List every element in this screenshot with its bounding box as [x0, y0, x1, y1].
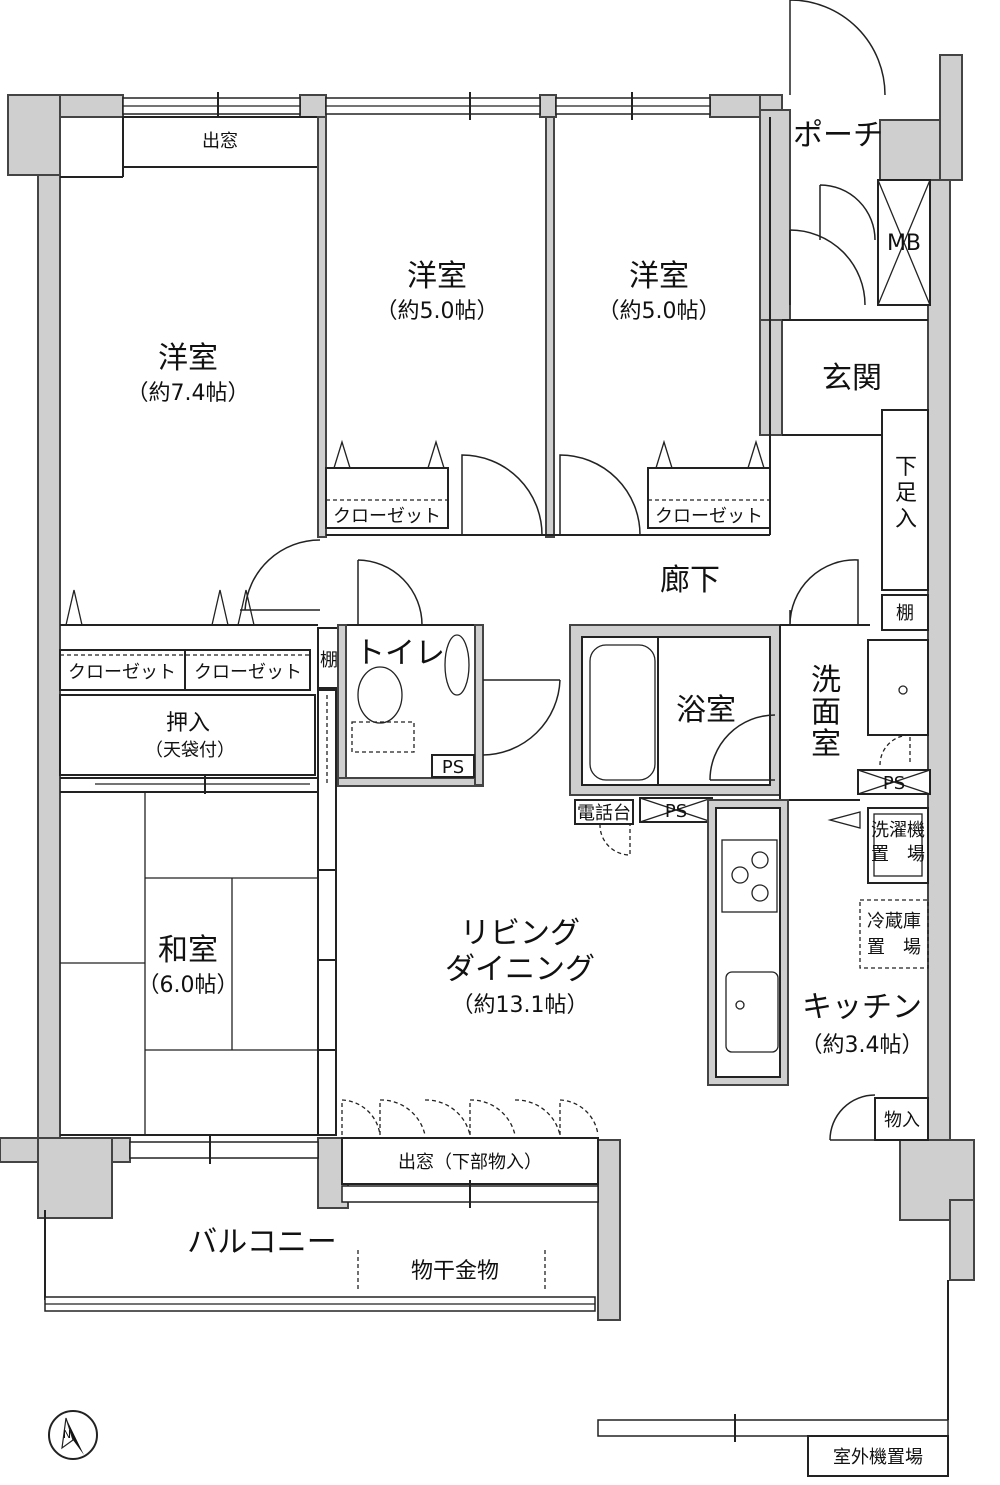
- closet-label-3: クローゼット: [68, 662, 176, 683]
- toilet-label: トイレ: [355, 636, 445, 671]
- western-room-1-name: 洋室: [158, 341, 218, 376]
- mb-label: MB: [887, 231, 921, 256]
- laundry-pole-label: 物干金物: [411, 1259, 499, 1284]
- room-labels: 出窓 洋室 （約7.4帖） 洋室 （約5.0帖） 洋室 （約5.0帖） クローゼ…: [68, 118, 925, 1468]
- japanese-room-size: （6.0帖）: [138, 973, 239, 998]
- oshiire-label: 押入: [166, 711, 210, 736]
- washer-label-1: 洗濯機: [871, 820, 925, 841]
- floor-plan-lines: [44, 0, 949, 1477]
- washroom-label-1: 洗: [811, 663, 841, 698]
- shelf-label-2: 棚: [896, 603, 914, 624]
- fridge-label-1: 冷蔵庫: [867, 911, 921, 932]
- living-size: （約13.1帖）: [452, 993, 589, 1018]
- storage-label: 物入: [884, 1110, 920, 1131]
- outer-walls: [0, 54, 975, 1321]
- closet-label-4: クローゼット: [194, 662, 302, 683]
- bath-label: 浴室: [676, 693, 736, 728]
- shoe-box-label-2: 足: [895, 481, 917, 506]
- ps-label-1: PS: [442, 757, 464, 778]
- western-room-2-name: 洋室: [407, 259, 467, 294]
- tenbukuro-label: （天袋付）: [145, 740, 235, 761]
- bay-window-bottom-label: 出窓（下部物入）: [398, 1152, 542, 1173]
- fridge-label-2: 置 場: [867, 937, 921, 958]
- japanese-room-name: 和室: [158, 933, 218, 968]
- porch-label: ポーチ: [793, 118, 883, 153]
- compass-icon: N: [48, 1410, 98, 1460]
- closet-label-2: クローゼット: [655, 506, 763, 527]
- western-room-3-size: （約5.0帖）: [598, 299, 721, 324]
- phone-stand-label: 電話台: [577, 803, 631, 824]
- kitchen-size: （約3.4帖）: [801, 1033, 924, 1058]
- ps-label-2: PS: [665, 801, 687, 822]
- western-room-2-size: （約5.0帖）: [376, 299, 499, 324]
- washroom-label-2: 面: [811, 695, 841, 730]
- shoe-box-label-3: 入: [895, 507, 917, 532]
- living-label-1: リビング: [460, 916, 580, 951]
- washer-label-2: 置 場: [871, 844, 925, 865]
- bay-window-top-label: 出窓: [202, 131, 238, 152]
- entrance-label: 玄関: [822, 361, 882, 396]
- washroom-label-3: 室: [811, 727, 841, 762]
- hallway-label: 廊下: [660, 563, 720, 598]
- western-room-3-name: 洋室: [629, 259, 689, 294]
- living-label-2: ダイニング: [445, 952, 595, 987]
- compass-north-label: N: [63, 1428, 71, 1441]
- balcony-label: バルコニー: [187, 1225, 336, 1260]
- outdoor-unit-label: 室外機置場: [833, 1447, 923, 1468]
- western-room-1-size: （約7.4帖）: [127, 381, 250, 406]
- shoe-box-label-1: 下: [895, 455, 917, 480]
- ps-label-3: PS: [883, 773, 905, 794]
- shelf-label-1: 棚: [320, 650, 338, 671]
- kitchen-name: キッチン: [802, 990, 922, 1025]
- closet-label-1: クローゼット: [333, 506, 441, 527]
